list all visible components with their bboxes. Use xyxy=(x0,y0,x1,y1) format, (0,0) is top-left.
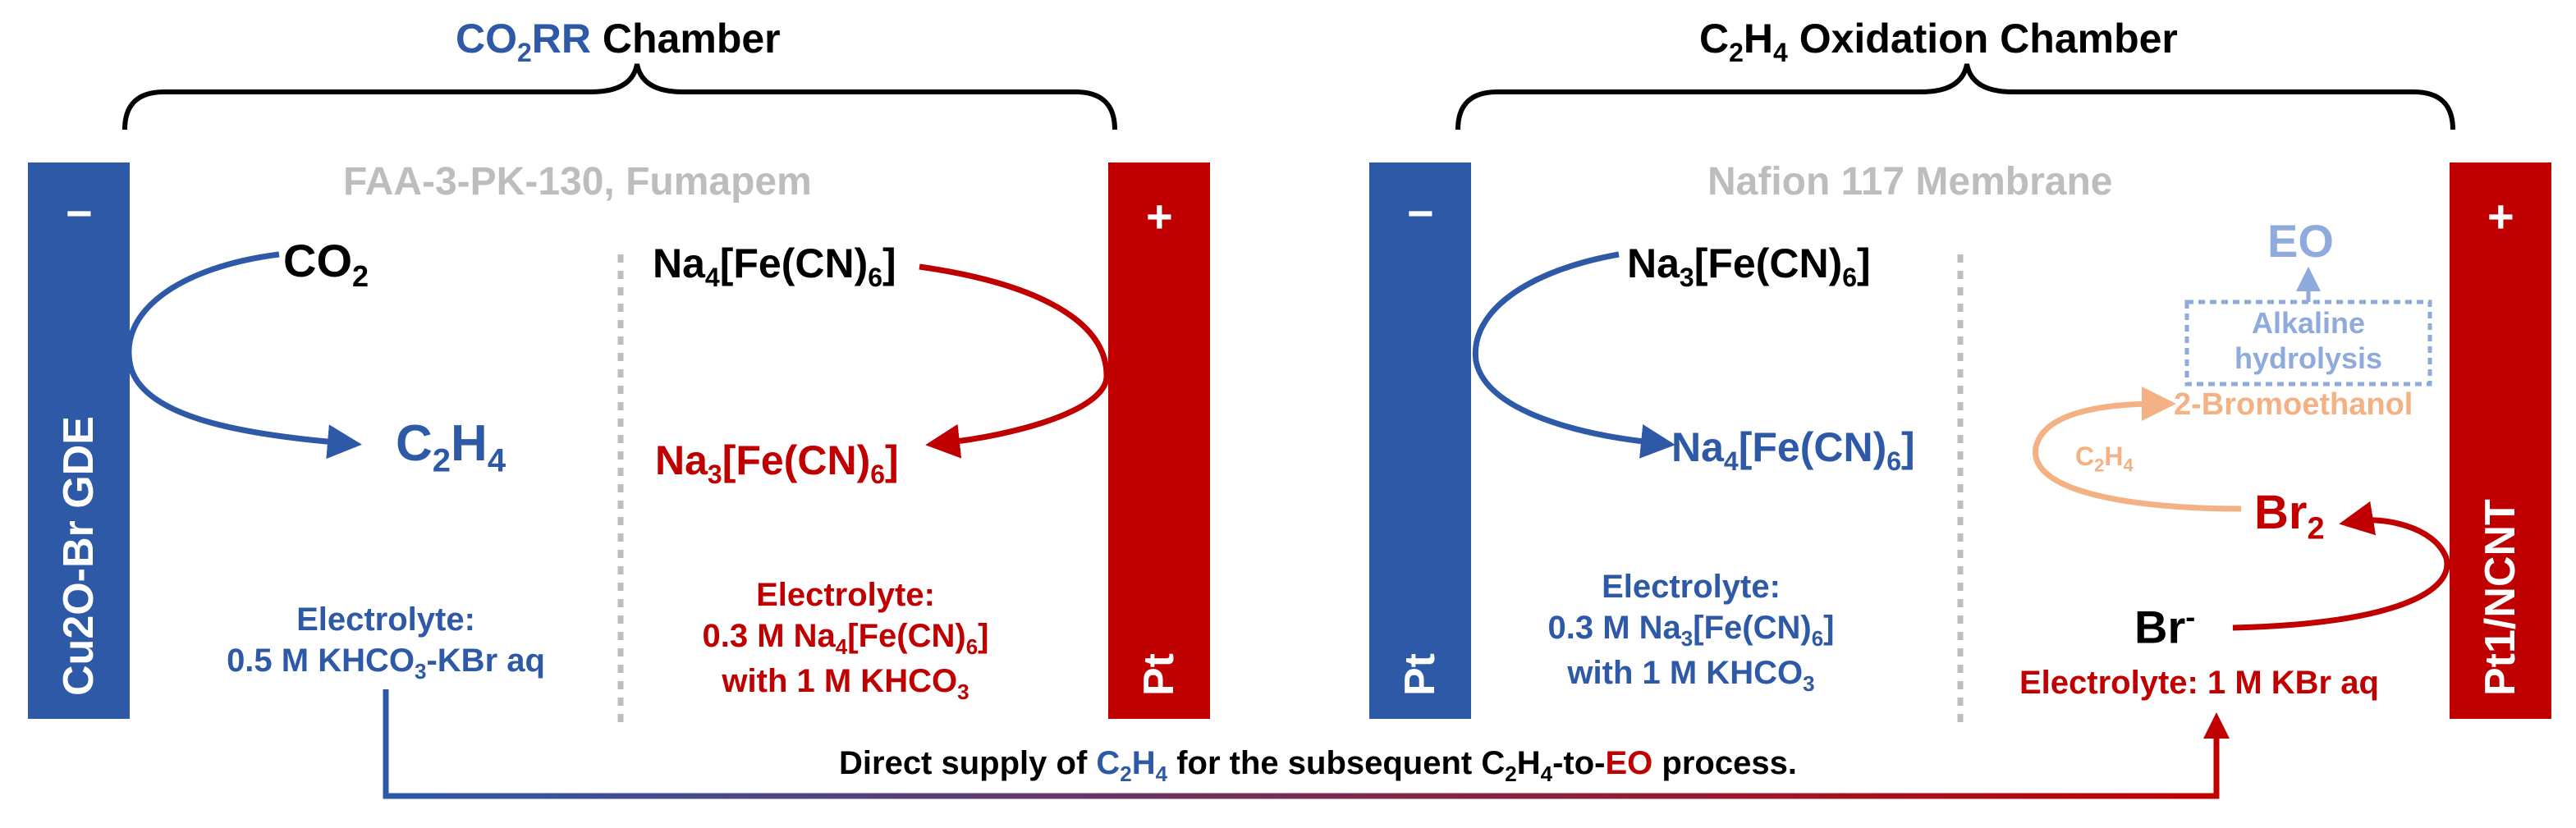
co2-reactant: CO2 xyxy=(283,235,369,294)
bromine-label: Br2 xyxy=(2254,486,2325,547)
left-cathode-electrode xyxy=(28,162,130,719)
left-anode-electrode xyxy=(1108,162,1210,719)
right-chamber-brace xyxy=(1455,63,2455,130)
right-anode-electrolyte: Electrolyte: 1 M KBr aq xyxy=(2019,665,2379,701)
left-cathode-electrolyte: Electrolyte: 0.5 M KHCO3-KBr aq xyxy=(227,602,545,684)
left-chamber-brace xyxy=(122,63,1117,130)
supply-caption: Direct supply of C2H4 for the subsequent… xyxy=(839,745,1797,786)
right-cathode-electrolyte: Electrolyte: 0.3 M Na3[Fe(CN)6] with 1 M… xyxy=(1547,569,1835,696)
bromoethanol-label: 2-Bromoethanol xyxy=(2174,387,2413,422)
right-anode-label: Pt1/NCNT xyxy=(2477,499,2524,696)
eo-product: EO xyxy=(2267,215,2334,267)
bromide-label: Br- xyxy=(2134,600,2196,653)
right-cathode-sign: − xyxy=(1407,187,1434,239)
right-membrane-label: Nafion 117 Membrane xyxy=(1707,160,2113,204)
left-anode-sign: + xyxy=(1146,190,1173,242)
ferricyanide-reactant: Na3[Fe(CN)6] xyxy=(1627,240,1871,292)
hydrolysis-label: Alkaline hydrolysis xyxy=(2234,306,2383,376)
ethylene-supply-arrowhead xyxy=(2203,712,2230,739)
hydrolysis-box xyxy=(2184,300,2432,387)
left-anode-label: Pt xyxy=(1135,653,1183,696)
ferrocyanide-reactant: Na4[Fe(CN)6] xyxy=(653,240,896,292)
ethylene-supply-line xyxy=(383,689,2220,799)
left-membrane-label: FAA-3-PK-130, Fumapem xyxy=(343,160,812,204)
ferrocyanide-oxidation-arrow xyxy=(919,263,1110,459)
co2-reduction-arrow xyxy=(126,251,362,460)
left-cathode-sign: − xyxy=(66,187,93,239)
ferricyanide-product: Na3[Fe(CN)6] xyxy=(655,437,899,489)
left-chamber-title: CO2RR Chamber xyxy=(456,16,781,67)
c2h4-product: C2H4 xyxy=(396,415,506,479)
bromide-oxidation-arrow xyxy=(2232,501,2450,631)
left-anode-electrolyte: Electrolyte: 0.3 M Na4[Fe(CN)6] with 1 M… xyxy=(702,577,989,704)
right-cathode-label: Pt xyxy=(1396,653,1444,696)
right-cathode-electrode xyxy=(1369,162,1471,719)
ferrocyanide-product: Na4[Fe(CN)6] xyxy=(1671,424,1915,476)
ferricyanide-reduction-arrow xyxy=(1472,251,1675,459)
left-cathode-label: Cu2O-Br GDE xyxy=(55,416,103,696)
right-anode-sign: + xyxy=(2487,190,2514,242)
ethylene-label: C2H4 xyxy=(2075,441,2134,476)
right-chamber-title: C2H4 Oxidation Chamber xyxy=(1699,16,2178,67)
ethylene-bromination-arrow xyxy=(2033,387,2242,512)
right-anode-electrode xyxy=(2450,162,2551,719)
